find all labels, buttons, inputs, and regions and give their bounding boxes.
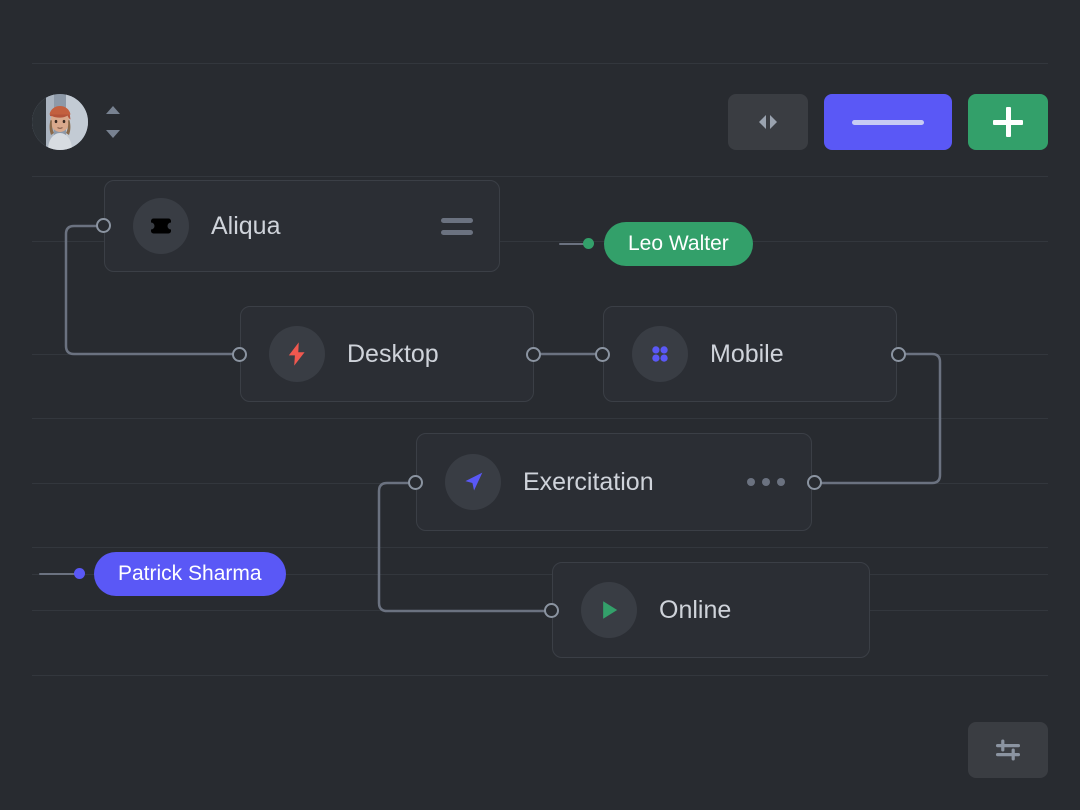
- minimize-button[interactable]: [824, 94, 952, 150]
- node-desktop[interactable]: Desktop: [240, 306, 534, 402]
- chevron-down-icon[interactable]: [106, 130, 120, 138]
- menu-dot: [762, 478, 770, 486]
- node-label: Desktop: [347, 339, 439, 368]
- grid-dots-icon: [632, 326, 688, 382]
- bolt-icon: [269, 326, 325, 382]
- add-button[interactable]: [968, 94, 1048, 150]
- node-more-button[interactable]: [747, 478, 785, 486]
- grid-line: [32, 241, 1048, 242]
- ticket-icon: [133, 198, 189, 254]
- menu-dot: [777, 478, 785, 486]
- navigation-icon: [445, 454, 501, 510]
- play-icon: [581, 582, 637, 638]
- menu-bar: [441, 217, 473, 223]
- minus-icon: [852, 119, 924, 125]
- settings-button[interactable]: [968, 722, 1048, 778]
- port-exercitation-right[interactable]: [807, 475, 822, 490]
- port-aliqua-left[interactable]: [96, 218, 111, 233]
- grid-line: [32, 418, 1048, 419]
- badge-label: Leo Walter: [628, 232, 729, 255]
- node-online[interactable]: Online: [552, 562, 870, 658]
- port-desktop-right[interactable]: [526, 347, 541, 362]
- collapse-horizontal-button[interactable]: [728, 94, 808, 150]
- grid-line: [32, 63, 1048, 64]
- node-label: Mobile: [710, 339, 784, 368]
- badge-leo-walter[interactable]: Leo Walter: [604, 222, 753, 266]
- node-aliqua[interactable]: Aliqua: [104, 180, 500, 272]
- port-mobile-left[interactable]: [595, 347, 610, 362]
- node-label: Exercitation: [523, 467, 654, 496]
- grid-line: [32, 176, 1048, 177]
- node-exercitation[interactable]: Exercitation: [416, 433, 812, 531]
- port-online-left[interactable]: [544, 603, 559, 618]
- grid-line: [32, 547, 1048, 548]
- user-avatar[interactable]: [32, 94, 88, 150]
- port-desktop-left[interactable]: [232, 347, 247, 362]
- port-mobile-right[interactable]: [891, 347, 906, 362]
- node-menu-button[interactable]: [441, 217, 473, 235]
- port-exercitation-left[interactable]: [408, 475, 423, 490]
- node-mobile[interactable]: Mobile: [603, 306, 897, 402]
- collapse-horizontal-icon: [759, 115, 777, 129]
- badge-dot-patrick-sharma: [74, 568, 85, 579]
- node-label: Aliqua: [211, 211, 281, 240]
- sort-toggle[interactable]: [102, 106, 124, 138]
- grid-line: [32, 610, 1048, 611]
- menu-dot: [747, 478, 755, 486]
- badge-label: Patrick Sharma: [118, 562, 262, 585]
- avatar-image: [32, 94, 88, 150]
- menu-bar: [441, 229, 473, 235]
- grid-line: [32, 675, 1048, 676]
- sliders-icon: [996, 739, 1020, 761]
- toolbar: [0, 0, 1080, 176]
- badge-dot-leo-walter: [583, 238, 594, 249]
- badge-patrick-sharma[interactable]: Patrick Sharma: [94, 552, 286, 596]
- node-label: Online: [659, 595, 732, 624]
- chevron-up-icon[interactable]: [106, 106, 120, 114]
- plus-icon: [993, 107, 1023, 137]
